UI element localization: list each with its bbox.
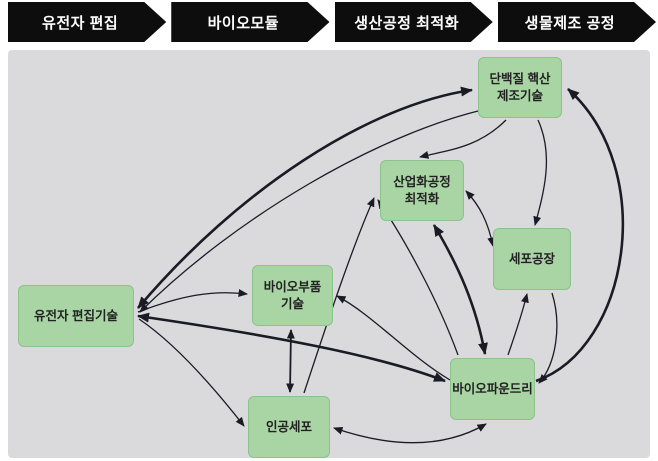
diagram-panel: 단백질 핵산 제조기술 산업화공정 최적화 세포공장 바이오부품 기술 유전자 … bbox=[8, 50, 650, 458]
node-biofoundry: 바이오파운드리 bbox=[450, 358, 535, 420]
edge-bio-parts-artificial-cell-bidirectional bbox=[286, 329, 295, 393]
edge-biofoundry-to-bio-parts bbox=[336, 295, 451, 381]
stage-banner: 유전자 편집 바이오모듈 생산공정 최적화 생물제조 공정 bbox=[8, 2, 656, 42]
stage-biomodule: 바이오모듈 bbox=[171, 2, 329, 42]
node-artificial-cell: 인공세포 bbox=[248, 396, 330, 458]
edge-artificial-cell-to-industrialization bbox=[303, 197, 375, 394]
edge-biofoundry-to-protein bbox=[535, 88, 625, 383]
node-gene-editing-technology: 유전자 편집기술 bbox=[18, 285, 134, 347]
edge-biofoundry-to-cell-factory bbox=[507, 293, 529, 356]
node-cell-factory: 세포공장 bbox=[493, 228, 571, 290]
edge-gene-editing-to-bio-parts bbox=[137, 289, 248, 313]
edge-gene-editing-biofoundry-bidirectional bbox=[137, 312, 446, 383]
edge-biofoundry-to-industrialization bbox=[377, 199, 459, 356]
edge-protein-to-industrialization bbox=[419, 119, 507, 159]
edge-protein-to-cell-factory bbox=[533, 119, 548, 226]
stage-label: 생산공정 최적화 bbox=[354, 14, 460, 32]
node-industrialization-process-optimization: 산업화공정 최적화 bbox=[380, 160, 464, 221]
stage-gene-editing: 유전자 편집 bbox=[8, 2, 166, 42]
node-protein-nucleic-acid-manufacturing: 단백질 핵산 제조기술 bbox=[478, 57, 562, 118]
stage-label: 바이오모듈 bbox=[207, 14, 280, 32]
stage-label: 유전자 편집 bbox=[42, 14, 119, 32]
edge-layer bbox=[137, 86, 625, 444]
stage-production-process-optimization: 생산공정 최적화 bbox=[335, 2, 493, 42]
edge-biofoundry-artificial-cell-bidirectional bbox=[333, 423, 487, 444]
stage-label: 생물제조 공정 bbox=[524, 14, 616, 32]
edge-protein-to-gene-editing bbox=[139, 109, 483, 313]
edge-industrialization-cell-factory-bidirectional bbox=[465, 190, 496, 247]
edge-gene-editing-to-artificial-cell bbox=[138, 318, 245, 427]
edge-industrialization-biofoundry-bidirectional bbox=[432, 224, 488, 355]
edge-gene-editing-protein-bidirectional bbox=[137, 86, 473, 309]
stage-biomanufacturing-process: 생물제조 공정 bbox=[498, 2, 656, 42]
edge-cell-factory-to-biofoundry bbox=[538, 292, 558, 384]
node-bio-parts-technology: 바이오부품 기술 bbox=[252, 265, 333, 326]
